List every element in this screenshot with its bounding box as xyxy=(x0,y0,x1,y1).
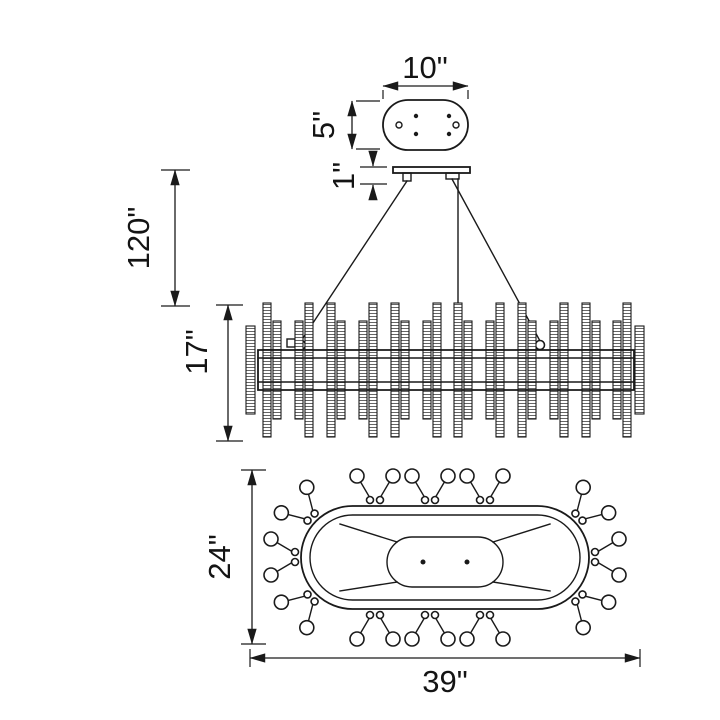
fixture-frame xyxy=(257,349,635,391)
light-arm-cluster xyxy=(404,610,456,647)
crystal-rod xyxy=(272,320,282,420)
crystal-rod xyxy=(294,320,304,420)
light-arm-cluster xyxy=(349,610,401,647)
dim-label-fixture-width: 39" xyxy=(422,664,468,699)
fixture-side-view xyxy=(245,302,645,438)
crystal-rod xyxy=(400,320,410,420)
crystal-rod xyxy=(517,302,527,438)
suspension-cables xyxy=(286,178,546,351)
crystal-rod xyxy=(262,302,272,438)
frame-inner-ring xyxy=(309,514,581,601)
dim-label-suspension-length: 120" xyxy=(121,207,156,270)
dim-canopy-depth: 5" xyxy=(306,100,380,150)
dim-canopy-width: 10" xyxy=(382,50,469,99)
dim-label-fixture-height: 17" xyxy=(179,329,214,375)
screw-hole xyxy=(413,131,419,137)
ceiling-plate xyxy=(392,166,471,174)
dim-fixture-depth: 24" xyxy=(202,469,266,645)
plate-hardware xyxy=(402,172,412,182)
dim-fixture-height: 17" xyxy=(179,304,243,442)
crystal-rod xyxy=(422,320,432,420)
crystal-rod xyxy=(245,325,256,415)
mount-hole xyxy=(395,121,403,129)
crystal-rod xyxy=(622,302,632,438)
dim-label-canopy-depth: 5" xyxy=(306,111,341,139)
crystal-rod xyxy=(358,320,368,420)
frame-outer-ring xyxy=(300,505,590,610)
light-arm-cluster xyxy=(404,468,456,505)
center-canopy-projection xyxy=(386,536,504,588)
crystal-rod xyxy=(390,302,400,438)
screw-hole xyxy=(413,113,419,119)
crystal-rod xyxy=(559,302,569,438)
fixture-bottom-view xyxy=(263,468,627,647)
crystal-rod xyxy=(326,302,336,438)
dim-suspension-length: 120" xyxy=(121,169,190,307)
cable-attachment xyxy=(286,338,296,348)
mount-point xyxy=(420,559,426,565)
light-arm-cluster xyxy=(263,531,300,583)
canopy-outline xyxy=(382,99,469,151)
cable-attachment-ring xyxy=(534,339,546,351)
crystal-rod xyxy=(634,325,645,415)
mount-hole xyxy=(452,121,460,129)
crystal-rod xyxy=(453,302,463,438)
crystal-rod xyxy=(527,320,537,420)
dim-label-canopy-height: 1" xyxy=(326,162,361,190)
crystal-rod xyxy=(304,302,314,438)
dim-canopy-height: 1" xyxy=(326,150,387,201)
crystal-rod xyxy=(581,302,591,438)
crystal-rod xyxy=(612,320,622,420)
light-arm-cluster xyxy=(459,468,511,505)
crystal-rod xyxy=(336,320,346,420)
crystal-rod xyxy=(495,302,505,438)
screw-hole xyxy=(446,113,452,119)
screw-hole xyxy=(446,131,452,137)
light-arm-cluster xyxy=(590,531,627,583)
dim-fixture-width: 39" xyxy=(249,649,641,699)
crystal-rod xyxy=(463,320,473,420)
dim-label-fixture-depth: 24" xyxy=(202,534,237,580)
dim-label-canopy-width: 10" xyxy=(402,50,448,85)
crystal-rod xyxy=(432,302,442,438)
canopy-top-view xyxy=(382,99,469,151)
light-arm-cluster xyxy=(349,468,401,505)
crystal-rod xyxy=(485,320,495,420)
crystal-rod xyxy=(549,320,559,420)
crystal-rod xyxy=(591,320,601,420)
light-arm-cluster xyxy=(459,610,511,647)
crystal-rod xyxy=(368,302,378,438)
mount-point xyxy=(464,559,470,565)
